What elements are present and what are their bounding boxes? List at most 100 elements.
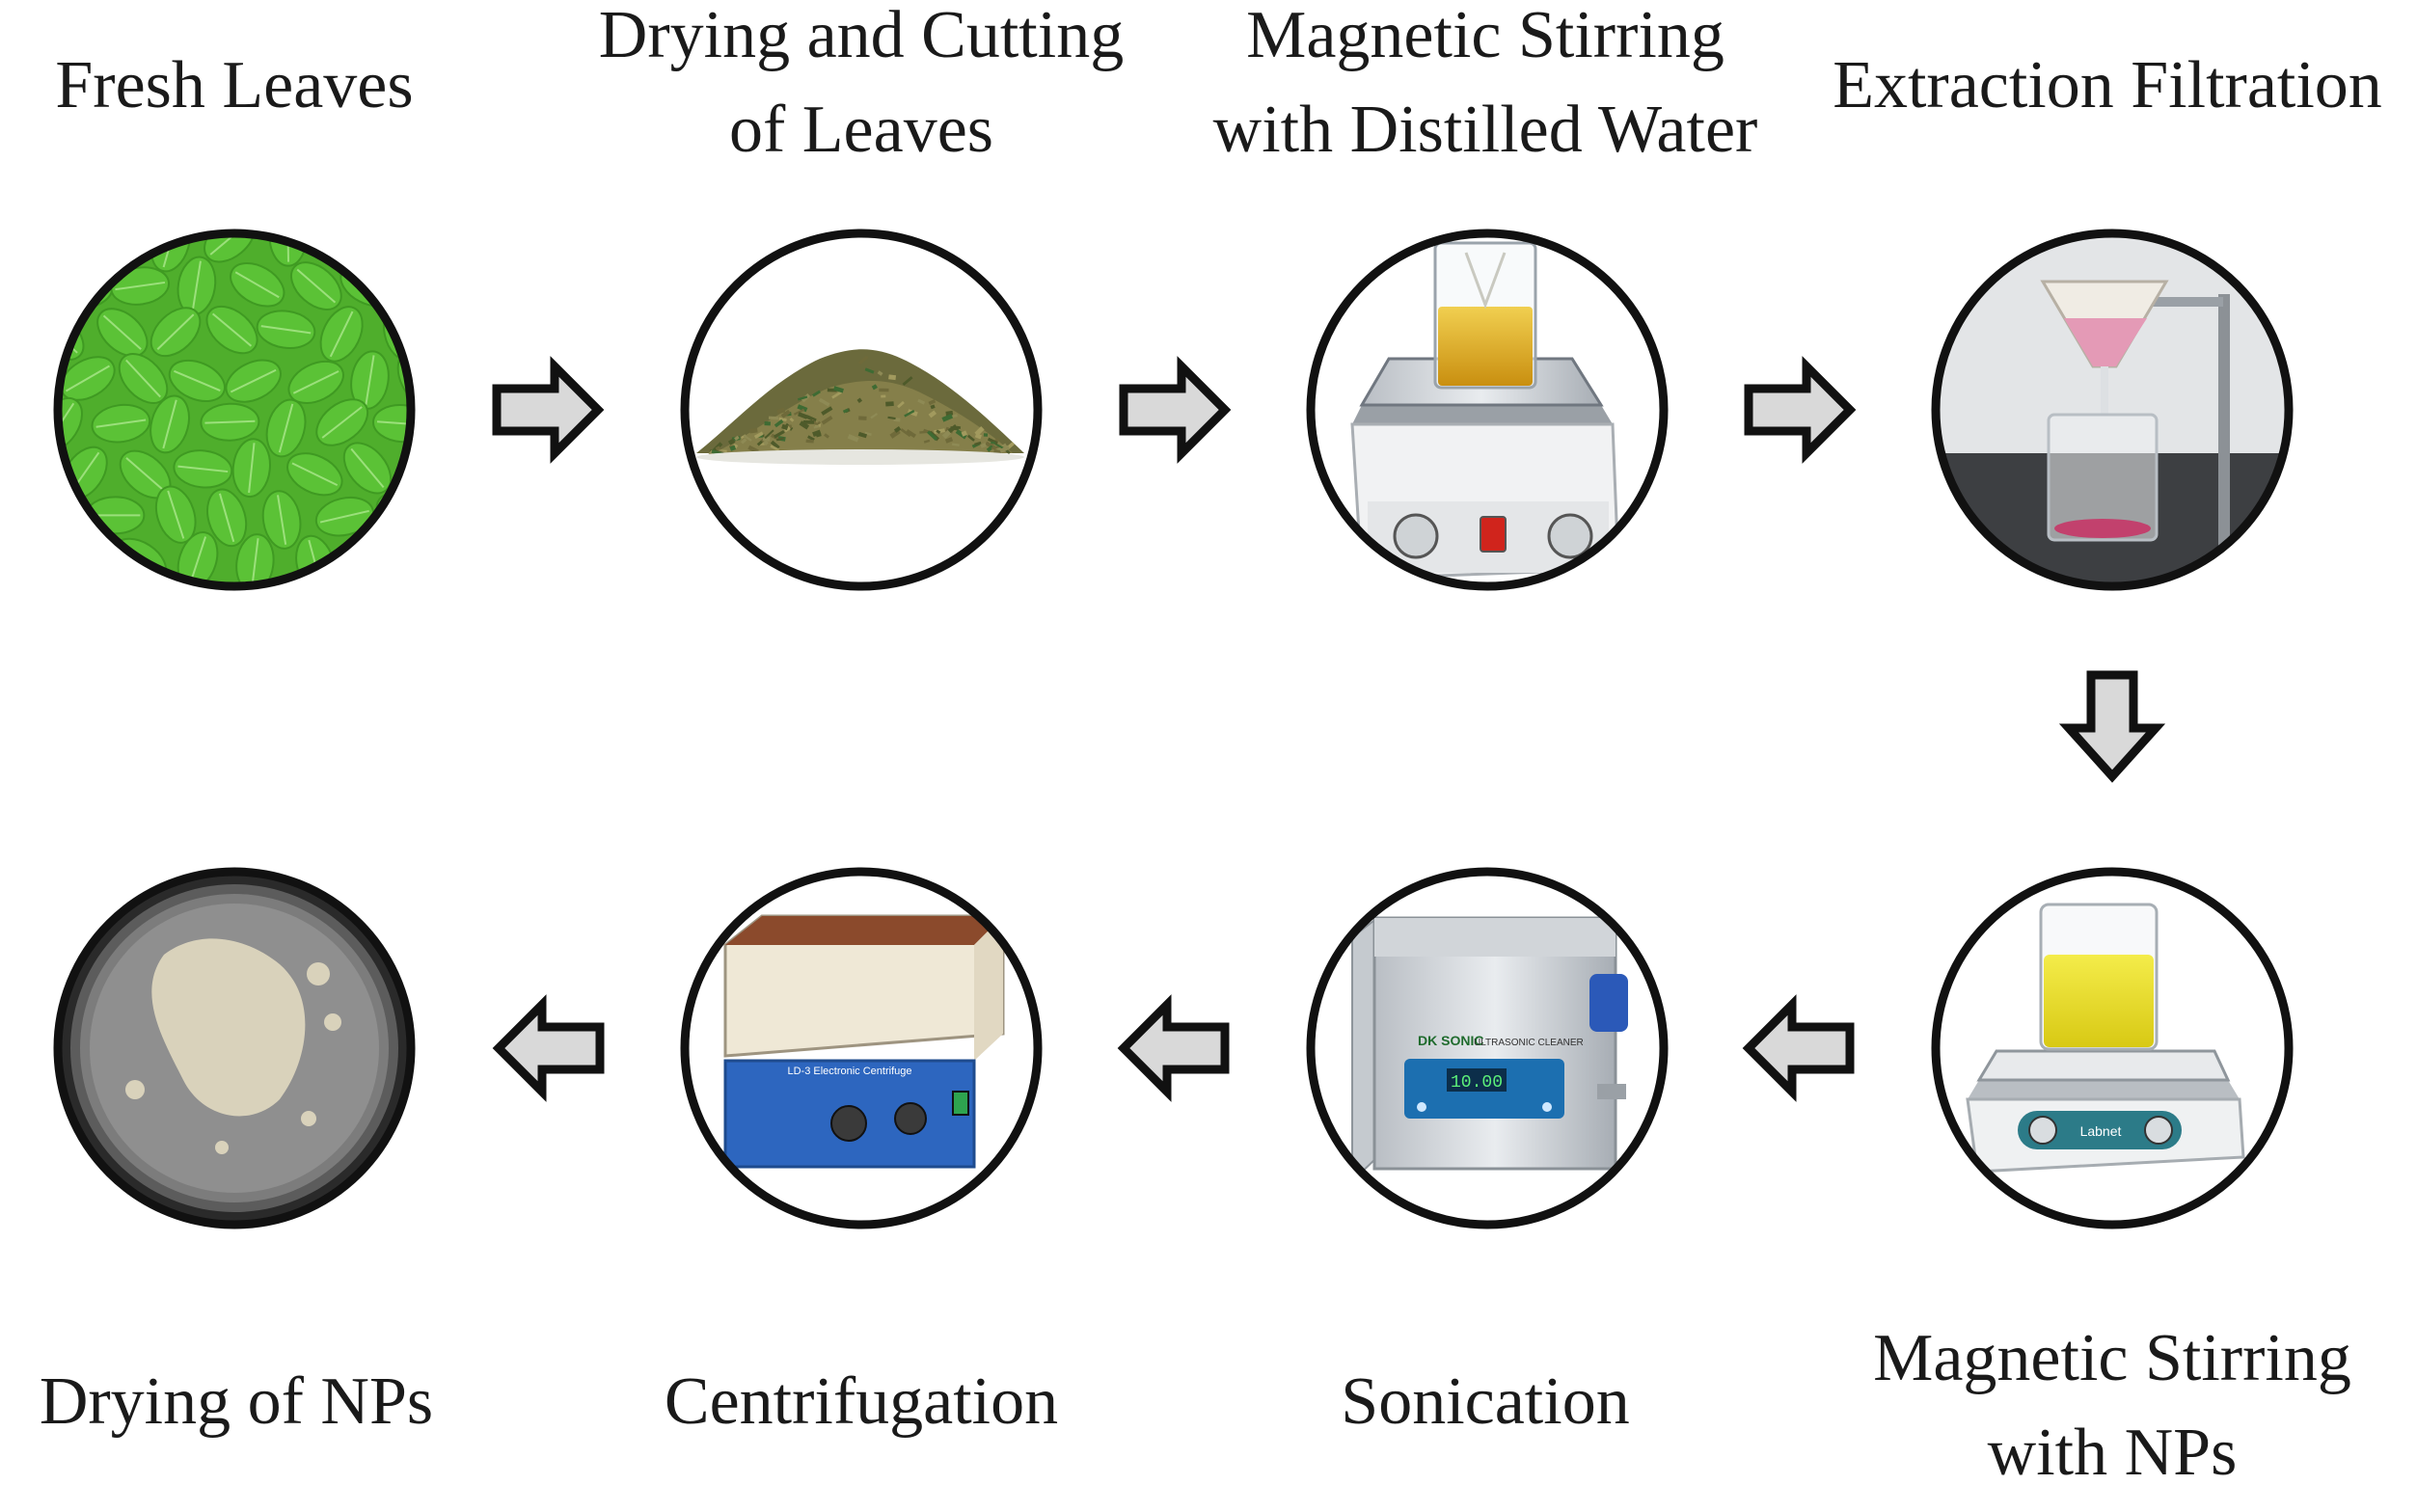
leaf-flake <box>998 443 1008 451</box>
leaf-flake <box>805 439 814 444</box>
leaf-flake <box>775 437 785 442</box>
leaf-flake <box>923 439 931 444</box>
leaf-flake <box>815 420 822 426</box>
step-circles <box>53 229 2294 1229</box>
leaf-flake <box>774 429 785 439</box>
leaf-flake <box>858 416 867 420</box>
leaf-flake <box>847 434 859 443</box>
label-drying-cutting: Drying and Cutting of Leaves <box>562 0 1160 177</box>
leaf-flake <box>762 436 771 442</box>
leaf-flake <box>944 437 954 444</box>
leaf-flake <box>749 427 758 434</box>
leaf-flake <box>951 443 960 446</box>
leaf-flake <box>805 415 817 422</box>
leaf-flake <box>807 435 815 442</box>
step-circle-drying-nps <box>53 867 416 1229</box>
leaf-flake <box>887 416 896 420</box>
leaf-flake <box>727 438 736 446</box>
leaf-flake <box>974 433 982 440</box>
arrow-left-icon <box>1742 994 1855 1102</box>
leaf-flake <box>888 374 897 381</box>
leaf-flake <box>774 418 784 428</box>
leaf-flake <box>831 391 842 399</box>
leaf-flake <box>919 430 930 434</box>
leaf-flake <box>789 418 795 422</box>
leaf-flake <box>743 434 752 442</box>
label-line: Drying and Cutting <box>598 0 1125 72</box>
leaf-flake <box>864 367 875 374</box>
leaf-flake <box>897 400 905 409</box>
leaf-flake <box>833 386 844 393</box>
leaf-flake <box>927 430 938 442</box>
leaf-flake <box>951 414 958 418</box>
leaf-flake <box>999 445 1011 453</box>
step-circle-extraction-filtration <box>1931 229 2294 591</box>
leaf-flake <box>885 401 894 407</box>
label-drying-nps: Drying of NPs <box>0 1355 473 1449</box>
leaf-flake <box>893 426 902 433</box>
arrow-left-icon <box>492 994 605 1102</box>
leaf-flake <box>768 416 779 420</box>
leaf-flake <box>857 431 868 439</box>
leaf-flake <box>870 413 879 419</box>
label-line: Sonication <box>1341 1364 1630 1439</box>
hotplate-stirrer-icon <box>1311 233 1664 586</box>
leaf-flake <box>974 441 982 446</box>
step-circle-fresh-leaves <box>53 229 416 591</box>
leaf-flake <box>729 445 737 451</box>
leaflet <box>364 233 411 272</box>
leaf-flake <box>797 404 808 413</box>
step-circle-stirring-nps <box>1931 867 2294 1229</box>
leaf-flake <box>756 440 763 446</box>
label-stirring-nps: Magnetic Stirring with NPs <box>1813 1311 2411 1500</box>
leaf-flake <box>941 429 952 440</box>
leaves-icon <box>58 233 411 586</box>
petri-dish-icon <box>58 872 411 1225</box>
leaf-flake <box>764 421 771 426</box>
step-circle-centrifugation <box>680 867 1043 1229</box>
leaf-flake <box>816 433 822 438</box>
label-line: Fresh Leaves <box>55 48 414 122</box>
centrifuge-model: LD-3 Electronic Centrifuge <box>787 1066 911 1077</box>
leaf-flake <box>956 425 962 429</box>
leaf-flake <box>812 390 821 397</box>
leaf-flake <box>881 394 886 398</box>
step-circle-stirring-water <box>1306 229 1669 591</box>
sonicator-brand: DK SONIC <box>1418 1033 1483 1048</box>
leaf-flake <box>818 397 830 407</box>
step-circle-drying-cutting <box>680 229 1043 591</box>
label-line: Drying of NPs <box>39 1364 434 1439</box>
leaf-flake <box>778 417 787 421</box>
arrow-right-icon <box>1744 356 1857 464</box>
label-line: Centrifugation <box>664 1364 1059 1439</box>
leaf-flake <box>770 440 780 449</box>
leaflet <box>391 531 411 586</box>
leaf-flake <box>798 412 808 419</box>
leaf-flake <box>776 407 786 415</box>
leaf-flake <box>941 413 954 422</box>
arrow-left-icon <box>1117 994 1230 1102</box>
leaf-flake <box>793 408 805 416</box>
leaflet <box>58 233 97 269</box>
leaflet <box>95 233 136 270</box>
leaf-flake <box>780 409 791 418</box>
leaf-flake <box>877 370 883 376</box>
centrifuge-icon: LD-3 Electronic Centrifuge <box>685 872 1038 1225</box>
leaf-flake <box>900 428 911 438</box>
leaf-flake <box>902 376 913 386</box>
arrow-right-icon <box>1119 356 1232 464</box>
dried-leaves-pile-icon <box>685 233 1038 586</box>
leaf-flake <box>813 424 820 429</box>
sonicator-model: ULTRASONIC CLEANER <box>1474 1038 1584 1048</box>
leaf-flake <box>991 441 995 445</box>
leaflet <box>58 531 122 586</box>
leaf-flake <box>871 384 878 391</box>
arrow-down-icon <box>2058 670 2166 783</box>
label-extraction-filtration: Extraction Filtration <box>1804 39 2411 133</box>
leaf-flake <box>812 429 822 438</box>
leaf-flake <box>753 431 764 440</box>
leaf-flake <box>799 420 810 430</box>
label-line: with Distilled Water <box>1212 93 1758 167</box>
